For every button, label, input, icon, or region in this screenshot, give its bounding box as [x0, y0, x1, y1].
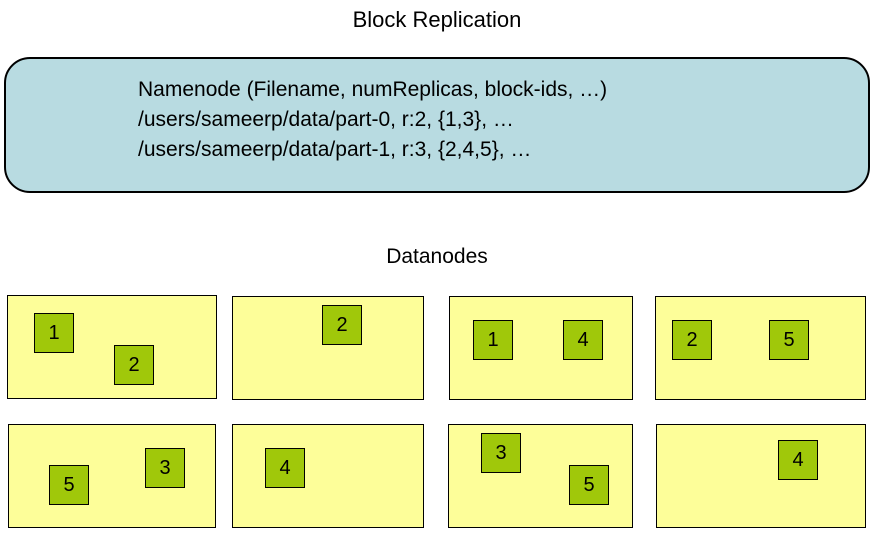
- block-square: 4: [778, 440, 818, 480]
- datanode-box-6: 4: [232, 424, 424, 528]
- namenode-text: Namenode (Filename, numReplicas, block-i…: [138, 75, 607, 165]
- datanode-box-3: 1 4: [449, 296, 633, 400]
- namenode-box: Namenode (Filename, numReplicas, block-i…: [4, 57, 870, 193]
- block-square: 4: [563, 320, 603, 360]
- block-square: 5: [769, 320, 809, 360]
- block-square: 5: [569, 465, 609, 505]
- datanode-box-7: 3 5: [448, 424, 633, 528]
- block-square: 5: [49, 465, 89, 505]
- datanode-box-5: 5 3: [8, 424, 216, 528]
- block-square: 3: [145, 448, 185, 488]
- block-square: 4: [265, 448, 305, 488]
- diagram-title: Block Replication: [352, 7, 522, 32]
- namenode-file-entry-part1: /users/sameerp/data/part-1, r:3, {2,4,5}…: [138, 138, 532, 161]
- block-square: 1: [34, 313, 74, 353]
- datanodes-label: Datanodes: [386, 245, 488, 268]
- datanode-box-8: 4: [656, 424, 866, 528]
- block-square: 2: [672, 320, 712, 360]
- datanode-box-1: 1 2: [7, 295, 217, 399]
- datanode-box-4: 2 5: [655, 296, 866, 400]
- block-square: 2: [114, 345, 154, 385]
- namenode-header-line: Namenode (Filename, numReplicas, block-i…: [138, 78, 608, 101]
- datanode-box-2: 2: [232, 296, 424, 400]
- namenode-file-entry-part0: /users/sameerp/data/part-0, r:2, {1,3}, …: [138, 108, 514, 131]
- block-square: 1: [473, 320, 513, 360]
- block-square: 2: [322, 305, 362, 345]
- block-square: 3: [481, 433, 521, 473]
